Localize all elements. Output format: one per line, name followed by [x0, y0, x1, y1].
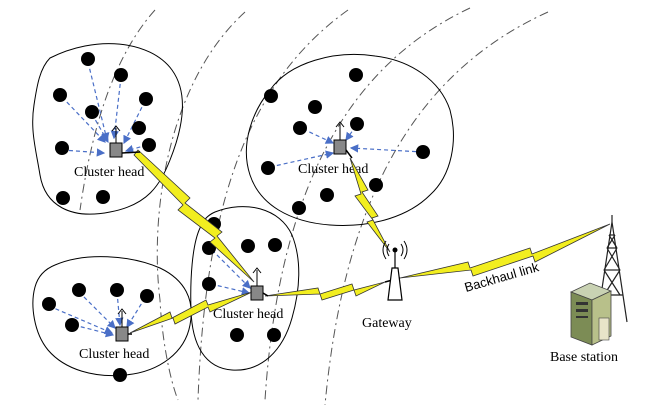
- node-dot-icon: [65, 318, 79, 332]
- node-dot-icon: [369, 178, 383, 192]
- node-dot-icon: [55, 141, 69, 155]
- cluster-head-label-1: Cluster head: [74, 165, 144, 180]
- node-dot-icon: [110, 283, 124, 297]
- node-dot-icon: [267, 328, 281, 342]
- node-dot-icon: [132, 121, 146, 135]
- node-dot-icon: [114, 68, 128, 82]
- cluster-head-label-2: Cluster head: [298, 162, 368, 177]
- node-dot-icon: [140, 289, 154, 303]
- cluster-1: Cluster head: [32, 43, 184, 215]
- range-arc-1: [79, 9, 156, 211]
- cluster-2-boundary: [246, 53, 454, 226]
- cluster-3-boundary: [190, 206, 300, 371]
- node-dot-icon: [142, 138, 156, 152]
- node-dot-icon: [139, 92, 153, 106]
- cluster-1-arrows: [61, 61, 148, 157]
- server-icon: [569, 282, 613, 346]
- wireless-links: [129, 149, 611, 334]
- node-dot-icon: [308, 100, 322, 114]
- cluster-head-antenna-icon: [109, 125, 123, 158]
- node-dot-icon: [113, 368, 127, 382]
- lightning-link-icon: [264, 281, 386, 301]
- node-dot-icon: [230, 328, 244, 342]
- lightning-link-icon: [349, 157, 391, 253]
- node-dot-icon: [320, 188, 334, 202]
- node-dot-icon: [293, 121, 307, 135]
- node-dot-icon: [350, 117, 364, 131]
- cluster-4: Cluster head: [32, 256, 192, 382]
- cluster-4-nodes: [42, 283, 154, 382]
- node-dot-icon: [81, 52, 95, 66]
- node-dot-icon: [85, 105, 99, 119]
- range-arc-3: [197, 9, 349, 401]
- lightning-link-icon: [399, 223, 611, 279]
- cluster-head-label-3: Cluster head: [213, 307, 283, 322]
- node-dot-icon: [264, 89, 278, 103]
- range-arcs: [79, 7, 549, 406]
- cluster-3-arrows: [210, 249, 251, 296]
- node-dot-icon: [292, 201, 306, 215]
- base-station-label: Base station: [550, 350, 618, 365]
- node-dot-icon: [241, 239, 255, 253]
- cluster-1-boundary: [32, 43, 184, 215]
- cluster-2: Cluster head: [246, 53, 454, 226]
- lightning-link-icon: [133, 149, 255, 283]
- gateway-antenna-icon: [382, 240, 408, 301]
- gateway-label: Gateway: [362, 316, 412, 331]
- cluster-2-nodes: [261, 68, 430, 215]
- cluster-head-antenna-icon: [115, 308, 129, 342]
- node-dot-icon: [42, 297, 56, 311]
- lightning-link-icon: [129, 291, 253, 334]
- cluster-head-antenna-icon: [250, 267, 264, 301]
- cluster-4-boundary: [32, 256, 192, 377]
- node-dot-icon: [202, 277, 216, 291]
- cluster-head-label-4: Cluster head: [79, 347, 149, 362]
- cluster-4-arrows: [48, 291, 146, 338]
- node-dot-icon: [72, 283, 86, 297]
- cluster-head-antenna-icon: [333, 121, 347, 155]
- node-dot-icon: [56, 191, 70, 205]
- node-dot-icon: [349, 68, 363, 82]
- node-dot-icon: [53, 88, 67, 102]
- cluster-1-nodes: [53, 52, 156, 205]
- node-dot-icon: [261, 161, 275, 175]
- range-arc-2: [156, 11, 246, 401]
- node-dot-icon: [416, 145, 430, 159]
- node-dot-icon: [96, 190, 110, 204]
- node-dot-icon: [268, 238, 282, 252]
- cluster-3: Cluster head: [190, 206, 300, 371]
